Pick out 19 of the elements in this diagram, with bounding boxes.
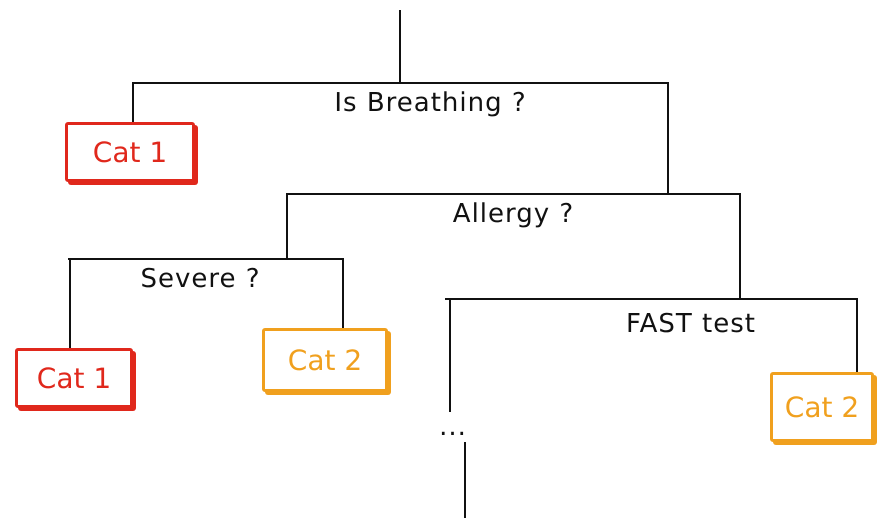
connector-line [342, 258, 344, 328]
connector-line [739, 193, 741, 298]
connector-line [132, 82, 134, 122]
connector-line [449, 298, 451, 412]
question-label: Severe ? [140, 264, 261, 294]
connector-line [69, 258, 71, 348]
question-label: Is Breathing ? [334, 88, 527, 118]
category-box: Cat 2 [262, 328, 388, 392]
connector-line [399, 10, 401, 82]
ellipsis-label: ... [439, 412, 467, 442]
question-label: Allergy ? [452, 199, 574, 229]
category-box: Cat 1 [65, 122, 195, 182]
connector-line [286, 193, 288, 258]
question-label: FAST test [626, 309, 756, 339]
category-box: Cat 2 [770, 372, 874, 442]
category-box: Cat 1 [15, 348, 133, 408]
connector-line [856, 298, 858, 372]
connector-line [464, 442, 466, 518]
connector-line [667, 82, 669, 193]
